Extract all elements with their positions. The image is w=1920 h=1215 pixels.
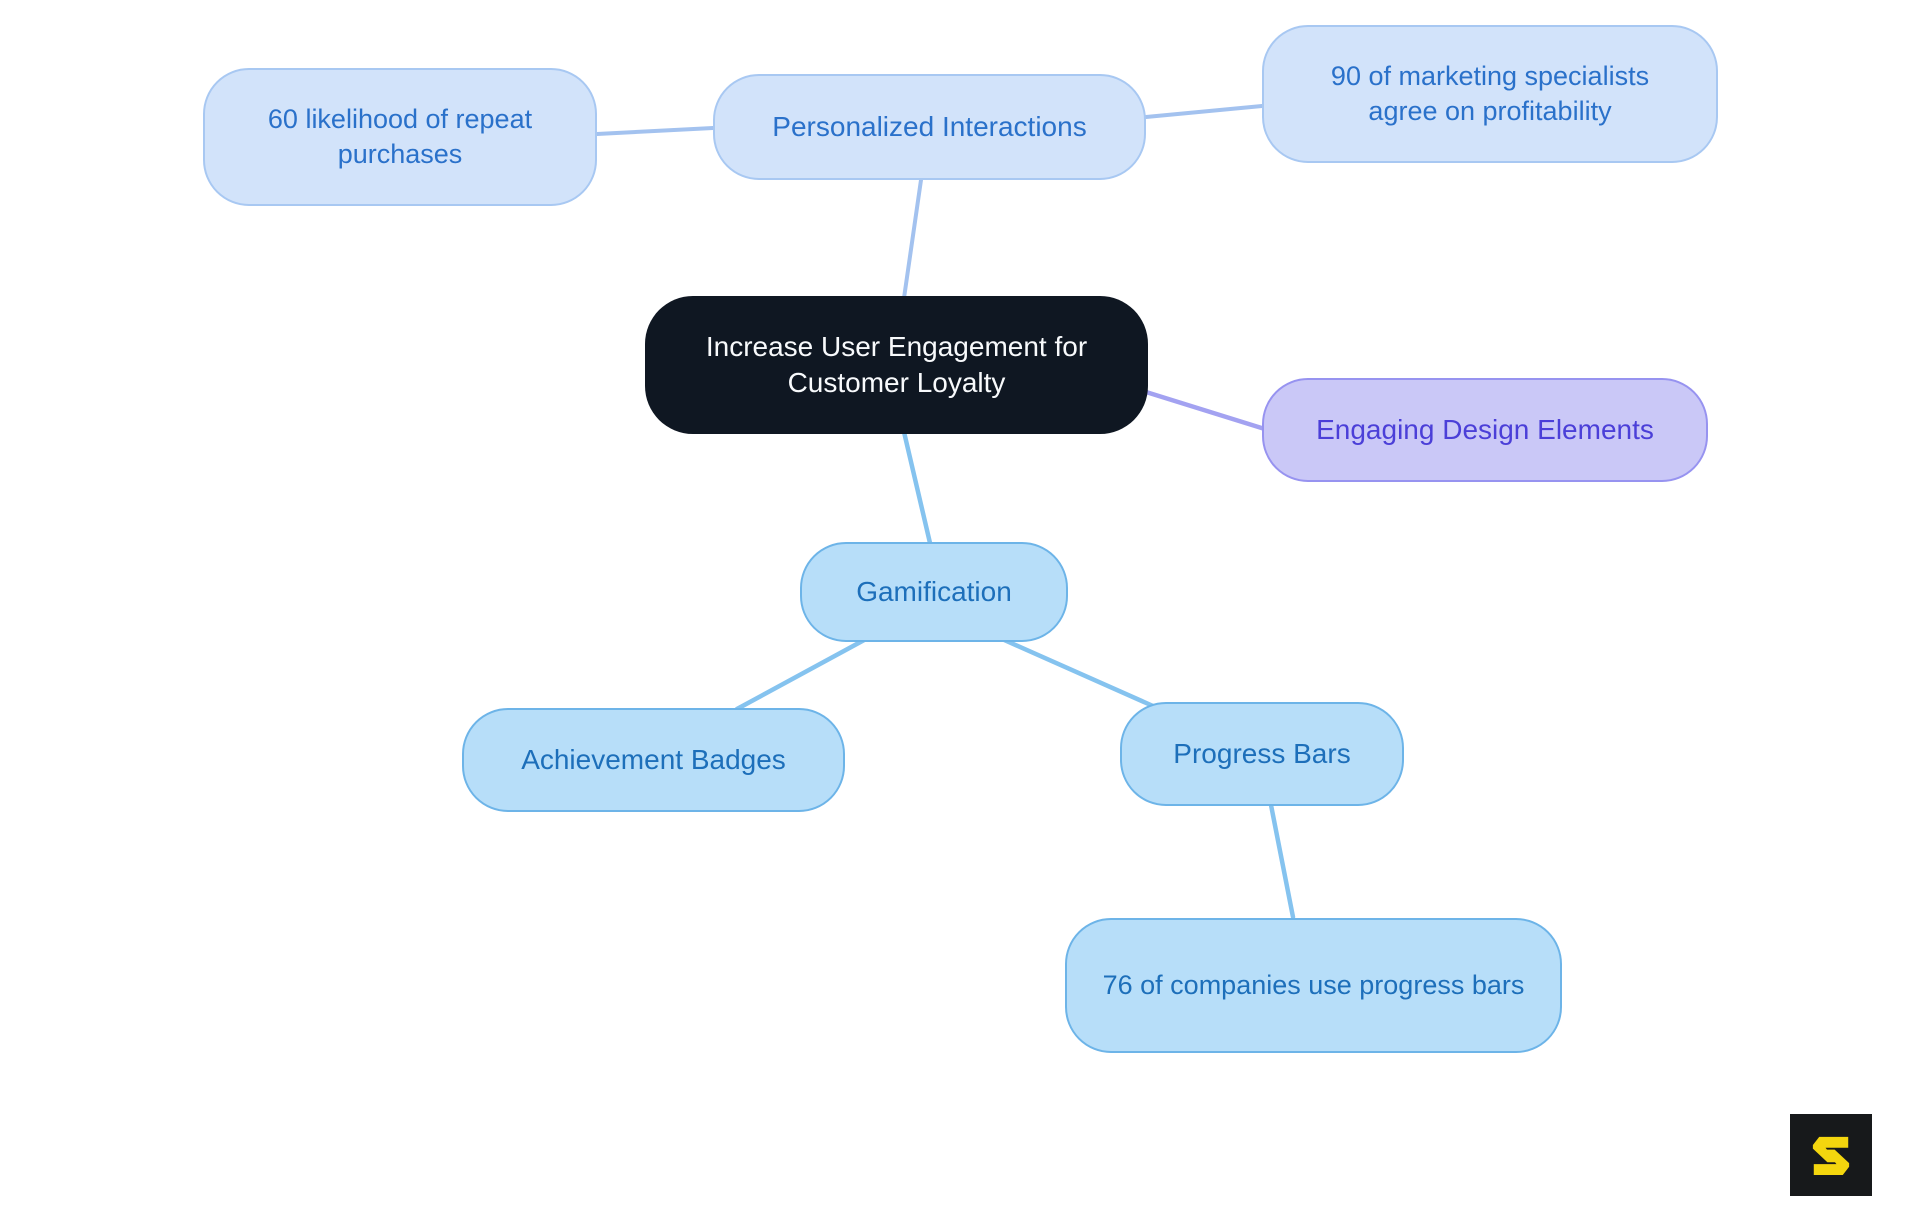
edge-marketing-specialists: [1144, 104, 1264, 119]
edge-gamification-to-progress: [999, 636, 1156, 709]
node-companies-progress-bars[interactable]: 76 of companies use progress bars: [1065, 918, 1562, 1053]
node-personalized-interactions[interactable]: Personalized Interactions: [713, 74, 1146, 180]
s-logo-icon: [1812, 1136, 1850, 1175]
node-progress-bars[interactable]: Progress Bars: [1120, 702, 1404, 806]
brand-logo: [1790, 1114, 1872, 1196]
node-root-increase-engagement[interactable]: Increase User Engagement for Customer Lo…: [645, 296, 1148, 434]
edge-repeat-purchases: [595, 126, 715, 136]
node-achievement-badges[interactable]: Achievement Badges: [462, 708, 845, 812]
node-repeat-purchases[interactable]: 60 likelihood of repeat purchases: [203, 68, 597, 206]
edge-root-to-gamification: [901, 429, 933, 546]
edge-gamification-to-badges: [734, 636, 869, 712]
node-marketing-specialists[interactable]: 90 of marketing specialists agree on pro…: [1262, 25, 1718, 163]
edge-root-to-design-elements: [1143, 389, 1271, 433]
s-logo-top-stroke: [1812, 1136, 1849, 1163]
edge-personalized-to-root: [902, 178, 923, 300]
node-engaging-design-elements[interactable]: Engaging Design Elements: [1262, 378, 1708, 482]
node-gamification[interactable]: Gamification: [800, 542, 1068, 642]
edge-progress-to-companies: [1268, 802, 1296, 920]
s-logo-bottom-stroke: [1813, 1149, 1850, 1175]
